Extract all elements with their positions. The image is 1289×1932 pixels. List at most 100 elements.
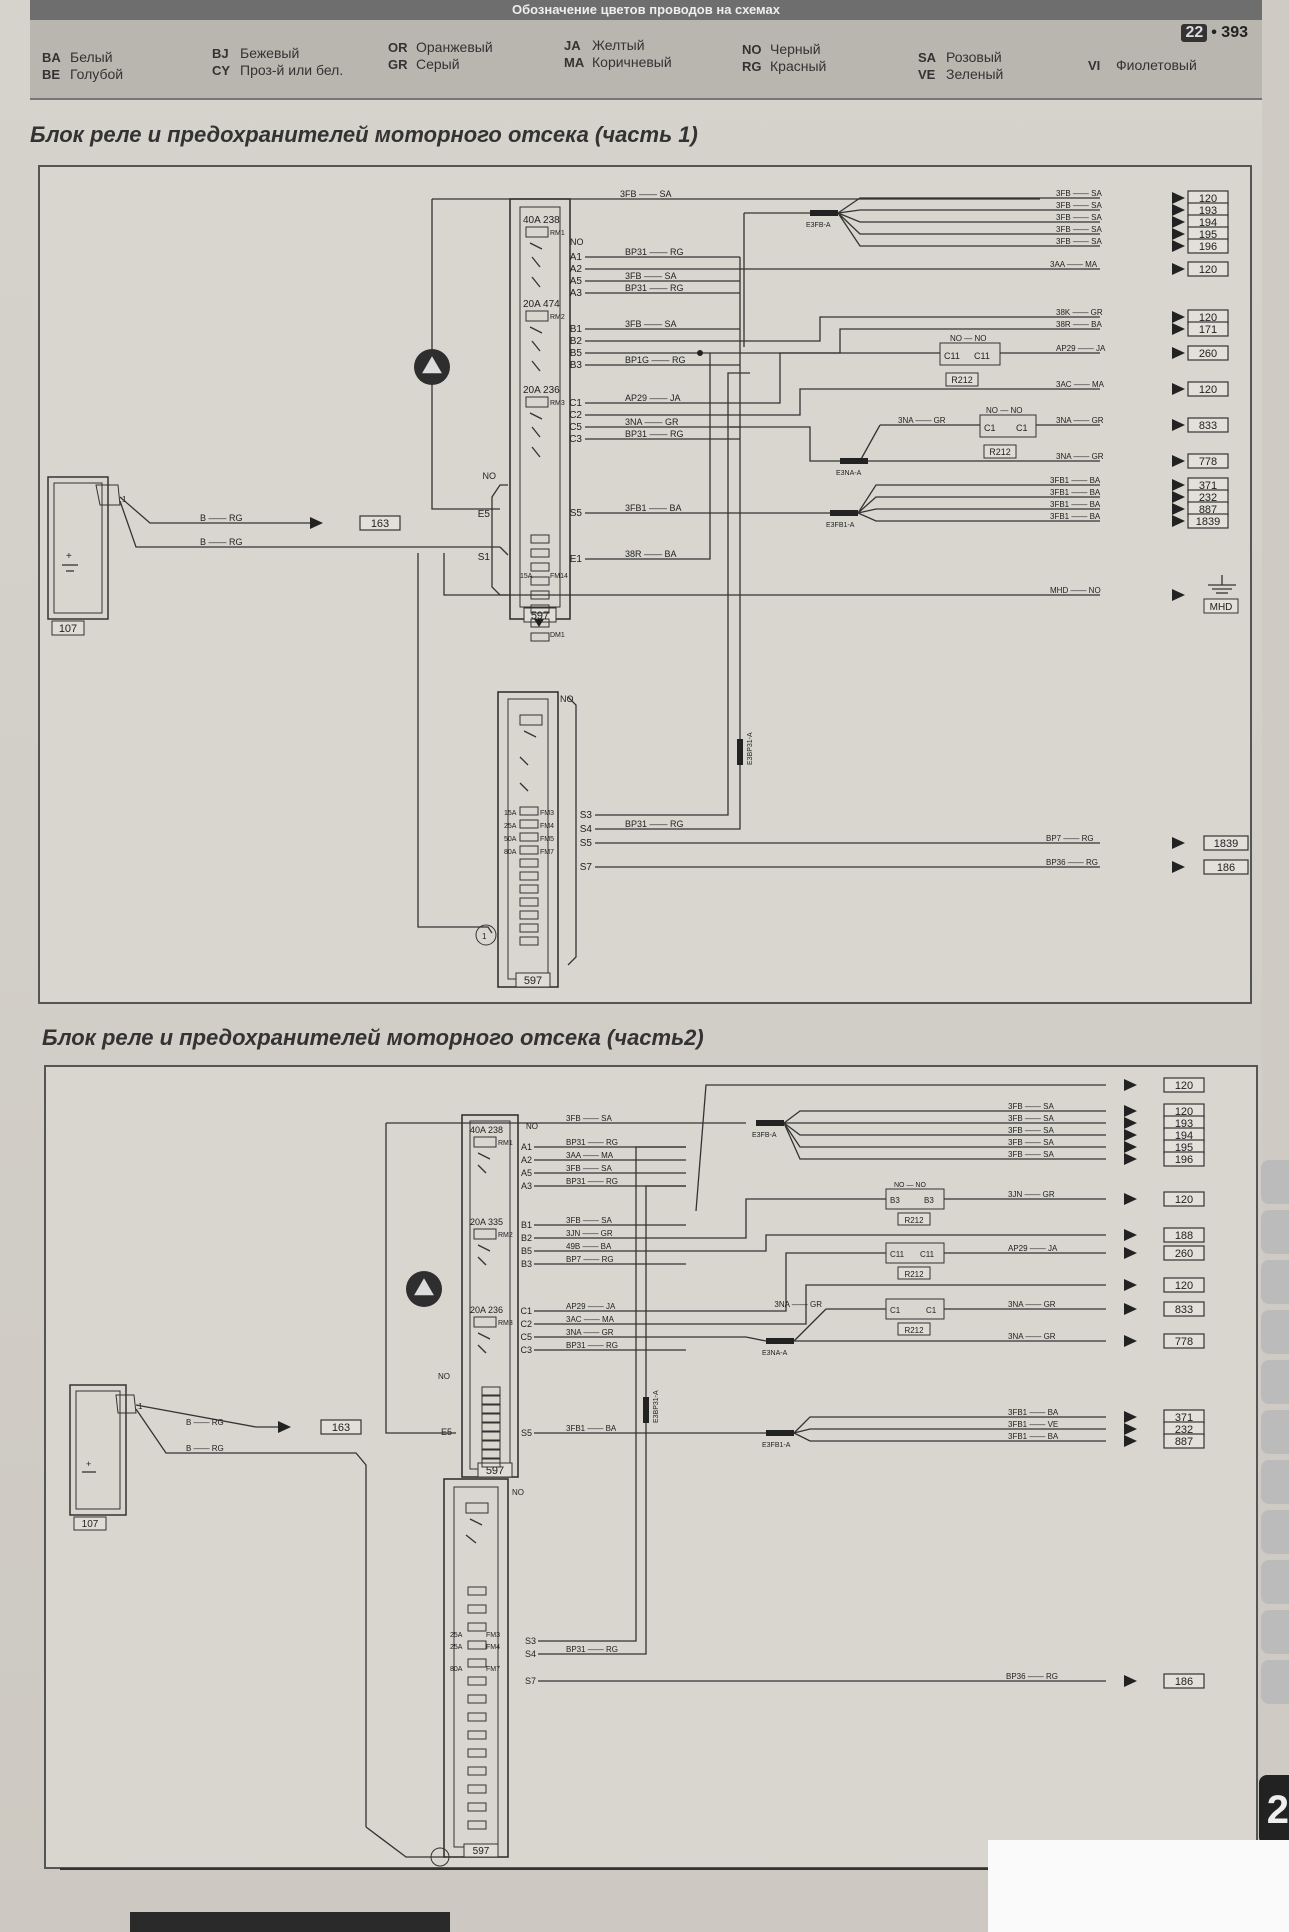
connector-id: R212	[951, 375, 973, 385]
relay-fuse-label: 40A 238	[523, 215, 560, 226]
relay-coil-icon	[473, 1316, 497, 1328]
wire-label: BP36 —— RG	[1006, 1672, 1058, 1681]
destination-box	[359, 515, 401, 531]
wire-label: 3NA —— GR	[1056, 452, 1104, 461]
wire-label: B —— RG	[186, 1418, 224, 1427]
fuse-icon	[519, 936, 539, 946]
battery-inner	[53, 482, 103, 614]
wire-label: 49B —— BA	[566, 1242, 612, 1251]
arrow-icon	[1172, 861, 1185, 873]
wire-label: BP36 —— RG	[1046, 858, 1098, 867]
arrow-icon	[1124, 1117, 1137, 1129]
pin-label: C5	[520, 1332, 532, 1342]
destination-box	[1163, 1077, 1205, 1093]
wire-label: BP31 —— RG	[625, 819, 684, 829]
relay-coil-icon	[465, 1502, 489, 1514]
wire-label: 3FB1 —— BA	[1050, 488, 1101, 497]
wire	[595, 372, 750, 816]
destination-box	[1163, 1245, 1205, 1261]
box-id-label: 597	[473, 1846, 490, 1857]
relay-contact-icon	[477, 1164, 487, 1174]
fuse-icon	[481, 1386, 501, 1396]
wire	[837, 197, 1100, 214]
wire	[585, 352, 940, 404]
wire-label: 3FB —— SA	[1008, 1150, 1054, 1159]
connector-id-frame	[897, 1322, 931, 1336]
fuse-id: FM3	[486, 1632, 500, 1639]
fuse-rating: 15A	[504, 810, 517, 817]
destination-box	[1187, 453, 1229, 469]
wire	[538, 1146, 686, 1642]
arrow-icon	[1172, 479, 1185, 491]
arrow-icon	[1172, 263, 1185, 275]
relay-contact-icon	[531, 446, 541, 458]
wire-label: 3FB1 —— BA	[625, 503, 682, 513]
wire-label: 3AC —— MA	[1056, 380, 1105, 389]
fuse-icon	[481, 1404, 501, 1414]
destination-label: 887	[1175, 1436, 1193, 1448]
legend-heading: Обозначение цветов проводов на схемах	[30, 0, 1262, 20]
battery-id: 107	[82, 1519, 99, 1530]
fuse-id: FM7	[486, 1666, 500, 1673]
wire-label: BP31 —— RG	[566, 1177, 618, 1186]
wire	[443, 553, 1100, 596]
chapter-tab-active[interactable]: 2	[1259, 1775, 1289, 1845]
arrow-icon	[310, 517, 323, 529]
destination-label: 195	[1175, 1142, 1193, 1154]
relay-contact-icon	[477, 1332, 491, 1340]
wire	[783, 1110, 1106, 1124]
connector-pin: B3	[924, 1196, 934, 1205]
harness-bundle	[766, 1338, 794, 1344]
destination-label: 163	[371, 518, 389, 530]
arrow-icon	[1124, 1675, 1137, 1687]
relay-coil-icon	[525, 396, 549, 408]
fuse-id: FM4	[540, 823, 554, 830]
wire	[730, 426, 840, 462]
relay-contact-icon	[531, 276, 541, 288]
destination-label: 371	[1175, 1412, 1193, 1424]
wire-label: 38R —— BA	[1056, 320, 1102, 329]
wire-label: B —— RG	[200, 513, 243, 523]
arrow-icon	[1172, 347, 1185, 359]
arrow-icon	[1172, 515, 1185, 527]
arrow-icon	[1172, 228, 1185, 240]
wire-label: 3NA —— GR	[566, 1328, 614, 1337]
pin-label: A3	[521, 1181, 532, 1191]
arrow-icon	[1172, 837, 1185, 849]
destination-label: 778	[1199, 456, 1217, 468]
destination-label: 188	[1175, 1230, 1193, 1242]
fuse-id: FM3	[540, 810, 554, 817]
fuse-icon	[467, 1676, 487, 1686]
wire-label: 3NA —— GR	[1008, 1332, 1056, 1341]
connector-label: NO	[438, 1372, 450, 1381]
connector-pin: C11	[890, 1250, 905, 1259]
pin-label: 1	[122, 495, 127, 504]
wire	[793, 1428, 1106, 1434]
destination-label: 371	[1199, 480, 1217, 492]
relay-id-label: RM2	[550, 314, 565, 321]
destination-box	[1163, 1301, 1205, 1317]
fuse-icon	[481, 1440, 501, 1450]
battery-id-frame	[51, 620, 85, 636]
pin-label: S1	[478, 552, 491, 563]
destination-label: 163	[332, 1422, 350, 1434]
wire-label: 3FB —— SA	[1008, 1114, 1054, 1123]
arrow-icon	[1124, 1079, 1137, 1091]
ground-id-frame	[1203, 598, 1239, 614]
bundle-label: E3FB-A	[806, 222, 831, 229]
relay-contact-icon	[477, 1152, 491, 1160]
arrow-icon	[1172, 311, 1185, 323]
wire-label: BP31 —— RG	[566, 1341, 618, 1350]
battery-107	[69, 1384, 127, 1516]
wire-label: 3FB1 —— VE	[1008, 1420, 1058, 1429]
fuse-icon	[467, 1604, 487, 1614]
relay-fuse-label: 20A 335	[470, 1217, 503, 1227]
connector-label: NO — NO	[894, 1182, 926, 1189]
fuse-icon	[519, 910, 539, 920]
wire-label: 3NA —— GR	[774, 1300, 822, 1309]
harness-bundle	[840, 458, 868, 464]
